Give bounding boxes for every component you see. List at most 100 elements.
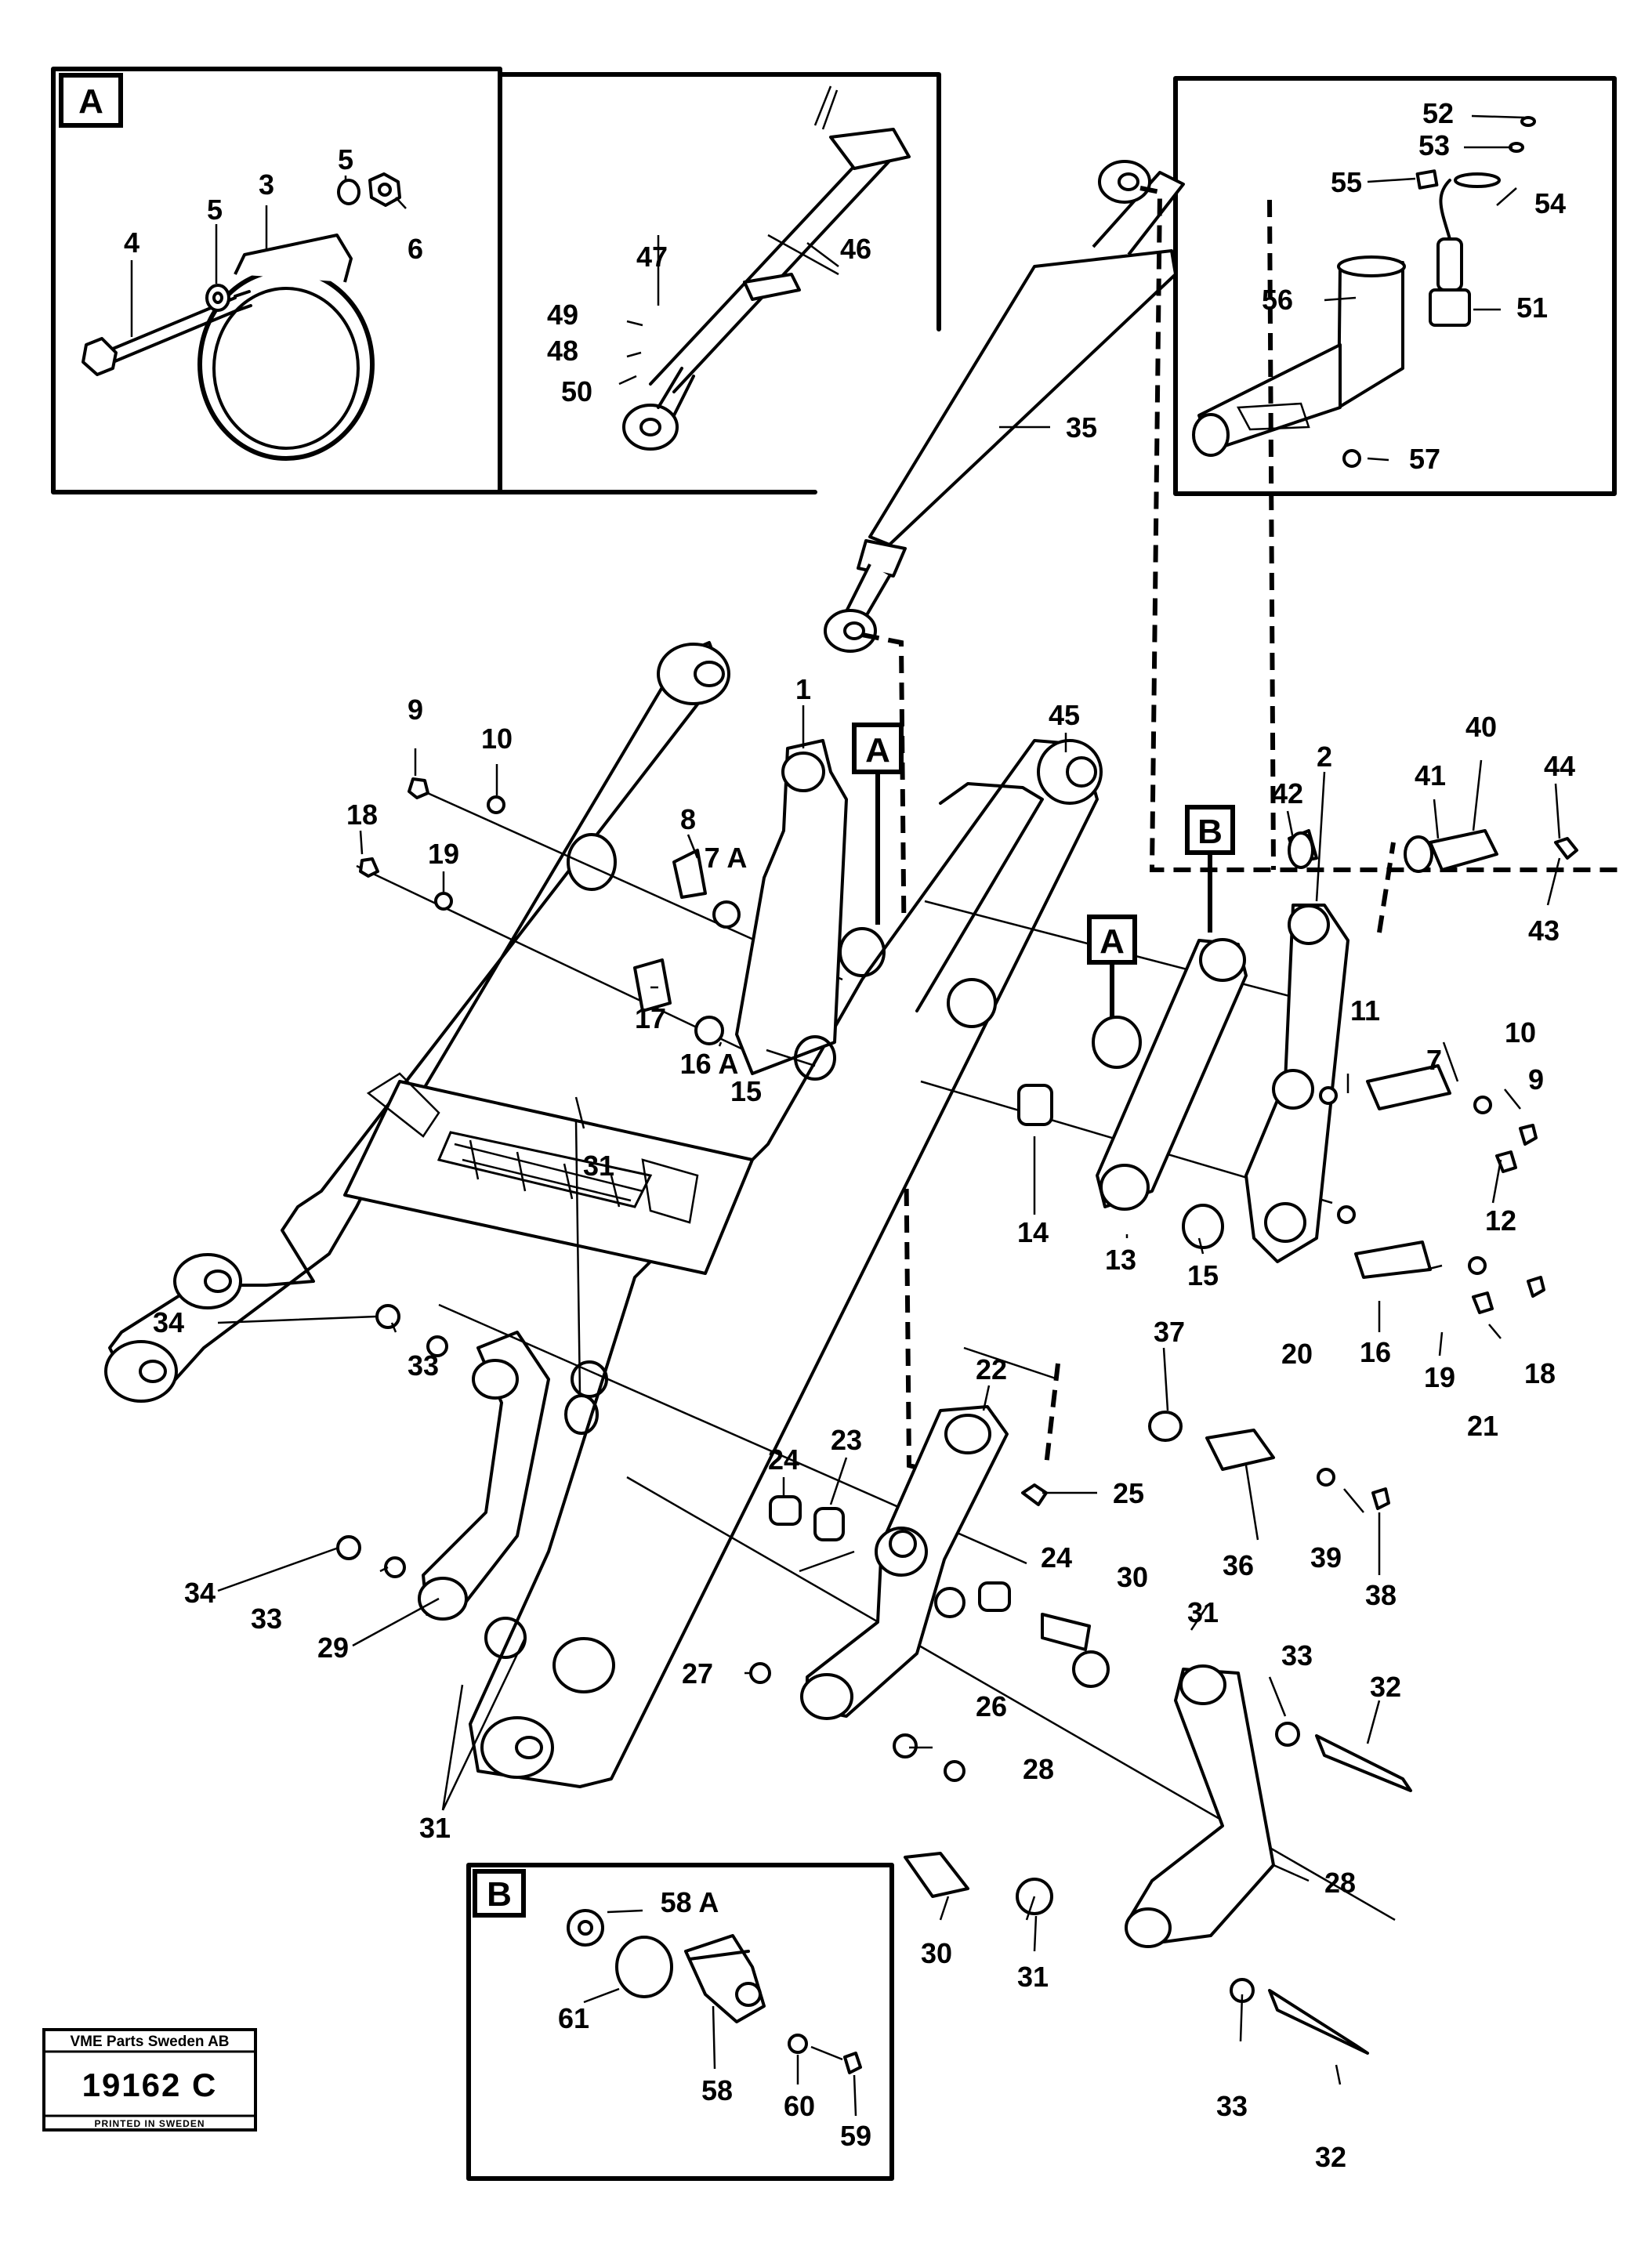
inset-sensor: 52 53 54 55 51 56 57	[1173, 76, 1617, 496]
callout-38: 38	[1365, 1579, 1397, 1611]
callout-34-upper: 34	[153, 1306, 184, 1338]
callout-52: 52	[1422, 97, 1454, 129]
callout-59: 59	[840, 2120, 871, 2152]
callout-7: 7	[1426, 1044, 1442, 1076]
callout-20: 20	[1281, 1338, 1313, 1370]
callout-41: 41	[1415, 759, 1446, 791]
callout-24-lower: 24	[1041, 1541, 1072, 1574]
inset-b: B 58 A 58 59 60 61	[466, 1863, 894, 2181]
callout-47: 47	[636, 241, 668, 273]
bracket-drawing	[735, 739, 1349, 1948]
callout-31-right: 31	[1187, 1596, 1219, 1628]
callout-51: 51	[1516, 292, 1548, 324]
callout-33-bottom: 33	[1216, 2090, 1248, 2122]
callout-15-right: 15	[1187, 1259, 1219, 1291]
callout-7a: 7 A	[705, 842, 748, 874]
callout-16a: 16 A	[680, 1048, 739, 1080]
plate-company: VME Parts Sweden AB	[70, 2034, 229, 2050]
pin-b-drawing	[567, 1909, 862, 2074]
inset-cylinder: 46 47 48 49 50	[498, 72, 941, 494]
callout-53: 53	[1418, 129, 1450, 161]
inset-b-label-box	[473, 1869, 526, 1918]
callout-32-lower: 32	[1315, 2141, 1346, 2173]
callout-29: 29	[317, 1632, 349, 1664]
main-assembly: 35	[104, 160, 1618, 2173]
callout-40: 40	[1465, 711, 1497, 743]
callout-46: 46	[840, 233, 871, 265]
cylinder-detail-drawing	[622, 85, 911, 451]
callout-37: 37	[1154, 1316, 1185, 1348]
inset-a-label-box	[59, 73, 123, 128]
callout-23: 23	[831, 1424, 862, 1456]
callout-34-lower: 34	[184, 1577, 216, 1609]
callout-10-right: 10	[1505, 1016, 1536, 1049]
sensor-bracket-drawing	[1192, 116, 1536, 468]
callout-55: 55	[1331, 166, 1362, 198]
callout-5-right: 5	[338, 143, 353, 176]
callout-56: 56	[1262, 284, 1293, 316]
callout-13: 13	[1105, 1244, 1136, 1276]
callout-33-upper-left: 33	[408, 1349, 439, 1382]
callout-24-upper: 24	[768, 1443, 799, 1476]
company-plate: VME Parts Sweden AB 19162 C PRINTED IN S…	[42, 2028, 257, 2132]
callout-33-lower-left: 33	[251, 1603, 282, 1635]
callout-8: 8	[680, 803, 696, 835]
callout-12: 12	[1485, 1204, 1516, 1237]
callout-18-right: 18	[1524, 1357, 1556, 1389]
callout-26: 26	[976, 1690, 1007, 1722]
marker-b: B	[1185, 805, 1235, 933]
callout-19-right: 19	[1424, 1361, 1455, 1393]
callout-10-left: 10	[481, 723, 513, 755]
callout-9-left: 9	[408, 694, 423, 726]
callout-5-left: 5	[207, 194, 223, 226]
callout-36: 36	[1223, 1549, 1254, 1581]
callout-57: 57	[1409, 443, 1440, 475]
callout-28-right: 28	[1324, 1867, 1356, 1899]
callout-58: 58	[701, 2074, 733, 2106]
marker-a-upper: A	[852, 723, 904, 925]
plate-printed: PRINTED IN SWEDEN	[94, 2118, 205, 2129]
lift-arm-frame	[104, 641, 1103, 1788]
callout-58a: 58 A	[661, 1886, 719, 1918]
inset-a: A 3 4 5 5 6	[51, 67, 502, 494]
callout-11: 11	[1350, 994, 1380, 1027]
callout-30-lower: 30	[921, 1937, 952, 1969]
marker-a-lower: A	[1087, 915, 1137, 1019]
callout-9-right: 9	[1528, 1063, 1544, 1096]
callout-30-upper: 30	[1117, 1561, 1148, 1593]
callout-19-left: 19	[428, 838, 459, 870]
callout-35: 35	[1066, 411, 1097, 444]
callout-43: 43	[1528, 915, 1560, 947]
lift-cylinder-drawing	[824, 160, 1185, 653]
callout-17: 17	[635, 1002, 666, 1034]
inset-a-label: A	[78, 82, 103, 121]
callout-25: 25	[1113, 1477, 1144, 1509]
inset-b-label: B	[487, 1875, 512, 1914]
callout-42: 42	[1272, 777, 1303, 810]
callout-31-bottom: 31	[1017, 1961, 1049, 1993]
callout-28-lower: 28	[1023, 1753, 1054, 1785]
hardware-drawing	[336, 777, 1578, 2055]
callout-3: 3	[259, 168, 274, 201]
callout-33-right: 33	[1281, 1639, 1313, 1672]
callout-16: 16	[1360, 1336, 1391, 1368]
callout-6: 6	[408, 233, 423, 265]
callout-15-left: 15	[730, 1075, 762, 1107]
callout-50: 50	[561, 375, 592, 407]
callout-54: 54	[1534, 187, 1566, 219]
svg-text:A: A	[865, 731, 890, 770]
callout-14: 14	[1017, 1216, 1049, 1248]
callout-4: 4	[124, 226, 139, 259]
clamp-ring-drawing	[82, 172, 401, 461]
callout-31-left: 31	[419, 1812, 451, 1844]
callout-27: 27	[682, 1657, 713, 1690]
svg-text:A: A	[1100, 922, 1125, 961]
callout-32-upper: 32	[1370, 1671, 1401, 1703]
callout-48: 48	[547, 335, 578, 367]
callout-1: 1	[795, 673, 811, 705]
callout-44: 44	[1544, 750, 1575, 782]
plate-code: 19162 C	[82, 2066, 218, 2103]
callout-49: 49	[547, 299, 578, 331]
callout-60: 60	[784, 2090, 815, 2122]
